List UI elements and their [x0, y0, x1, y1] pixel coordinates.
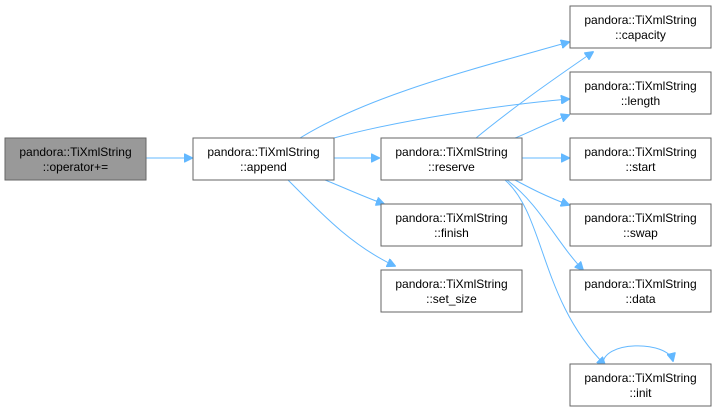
node-append-line2: ::append [240, 160, 287, 174]
edge-reserve-to-length [514, 115, 569, 139]
edge-append-to-capacity [299, 42, 569, 139]
node-init[interactable]: pandora::TiXmlString ::init [569, 363, 712, 407]
node-set-size[interactable]: pandora::TiXmlString ::set_size [380, 269, 523, 313]
node-init-line2: ::init [629, 386, 652, 400]
node-operator-plus-eq-line2: ::operator+= [43, 160, 108, 174]
node-operator-plus-eq-line1: pandora::TiXmlString [19, 145, 131, 159]
node-set-size-line2: ::set_size [426, 292, 477, 306]
node-start[interactable]: pandora::TiXmlString ::start [569, 137, 712, 181]
node-capacity-line1: pandora::TiXmlString [584, 13, 696, 27]
node-finish-line1: pandora::TiXmlString [395, 211, 507, 225]
edge-reserve-to-capacity [475, 52, 593, 139]
edge-reserve-to-init [504, 179, 605, 365]
node-append[interactable]: pandora::TiXmlString ::append [192, 137, 335, 181]
edge-append-to-length [333, 99, 569, 139]
node-append-line1: pandora::TiXmlString [207, 145, 319, 159]
node-init-line1: pandora::TiXmlString [584, 371, 696, 385]
edge-reserve-to-data [506, 179, 583, 270]
node-length-line2: ::length [621, 94, 660, 108]
node-data-line2: ::data [625, 292, 655, 306]
node-reserve-line1: pandora::TiXmlString [395, 145, 507, 159]
node-capacity[interactable]: pandora::TiXmlString ::capacity [569, 5, 712, 49]
edge-init-self [602, 345, 673, 367]
node-swap-line2: ::swap [623, 226, 658, 240]
node-length[interactable]: pandora::TiXmlString ::length [569, 71, 712, 115]
edge-append-to-set-size [287, 179, 395, 266]
node-start-line1: pandora::TiXmlString [584, 145, 696, 159]
node-set-size-line1: pandora::TiXmlString [395, 277, 507, 291]
node-swap-line1: pandora::TiXmlString [584, 211, 696, 225]
node-finish[interactable]: pandora::TiXmlString ::finish [380, 203, 523, 247]
node-data-line1: pandora::TiXmlString [584, 277, 696, 291]
edge-reserve-to-swap [514, 179, 569, 205]
edge-append-to-finish [324, 179, 384, 204]
node-reserve[interactable]: pandora::TiXmlString ::reserve [380, 137, 523, 181]
edges [146, 42, 673, 366]
node-operator-plus-eq[interactable]: pandora::TiXmlString ::operator+= [4, 137, 147, 181]
node-start-line2: ::start [625, 160, 656, 174]
node-reserve-line2: ::reserve [428, 160, 475, 174]
node-length-line1: pandora::TiXmlString [584, 79, 696, 93]
node-data[interactable]: pandora::TiXmlString ::data [569, 269, 712, 313]
node-swap[interactable]: pandora::TiXmlString ::swap [569, 203, 712, 247]
node-capacity-line2: ::capacity [615, 28, 666, 42]
node-finish-line2: ::finish [434, 226, 469, 240]
